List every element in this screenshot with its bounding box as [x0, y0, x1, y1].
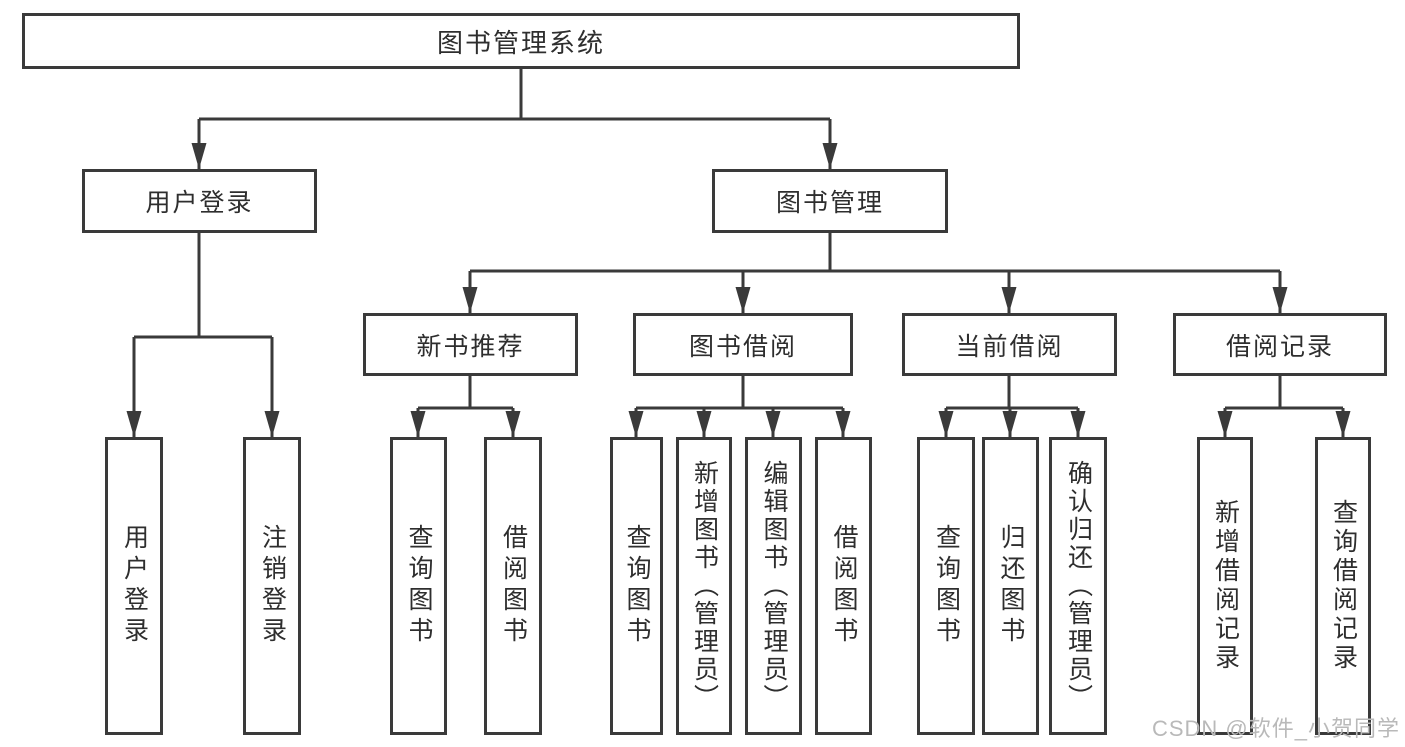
- node-current-borrow: 当前借阅: [902, 313, 1117, 376]
- leaf-edit-book-admin: 编辑图书（管理员）: [745, 437, 802, 735]
- leaf-query-borrow-record: 查询借阅记录: [1315, 437, 1371, 735]
- leaf-add-borrow-record-label: 新增借阅记录: [1211, 499, 1240, 673]
- leaf-query-book-borrow: 查询图书: [610, 437, 663, 735]
- leaf-query-book-recommend: 查询图书: [390, 437, 447, 735]
- node-current-borrow-label: 当前借阅: [955, 332, 1064, 361]
- leaf-query-borrow-record-label: 查询借阅记录: [1329, 499, 1358, 673]
- leaf-confirm-return-admin: 确认归还（管理员）: [1049, 437, 1107, 735]
- node-root-title: 图书管理系统: [22, 13, 1020, 69]
- csdn-watermark: CSDN @软件_小贺同学: [1151, 716, 1400, 741]
- leaf-logout-login-label: 注销登录: [258, 524, 287, 648]
- leaf-logout-login: 注销登录: [243, 437, 301, 735]
- leaf-add-book-admin: 新增图书（管理员）: [676, 437, 732, 735]
- connector-bookmgmt-to-level3: [462, 233, 1288, 313]
- leaf-borrow-book-recommend: 借阅图书: [484, 437, 542, 735]
- node-root-label: 图书管理系统: [436, 27, 605, 58]
- node-book-borrow-label: 图书借阅: [688, 332, 797, 361]
- connector-root-to-level2: [191, 69, 838, 169]
- leaf-return-book-label: 归还图书: [997, 524, 1025, 648]
- leaf-borrow-book: 借阅图书: [815, 437, 872, 735]
- connector-bookborrow-to-leaves: [628, 376, 851, 437]
- leaf-edit-book-admin-label: 编辑图书（管理员）: [760, 460, 788, 712]
- leaf-user-login: 用户登录: [105, 437, 163, 735]
- leaf-query-book-recommend-label: 查询图书: [405, 524, 433, 648]
- leaf-query-book-borrow-label: 查询图书: [623, 524, 651, 648]
- leaf-query-book-current: 查询图书: [917, 437, 975, 735]
- node-book-management-label: 图书管理: [775, 189, 884, 217]
- leaf-borrow-book-recommend-label: 借阅图书: [499, 524, 528, 648]
- leaf-confirm-return-admin-label: 确认归还（管理员）: [1064, 460, 1093, 712]
- node-book-management: 图书管理: [712, 169, 948, 233]
- node-new-book-recommend-label: 新书推荐: [416, 332, 525, 361]
- leaf-borrow-book-label: 借阅图书: [830, 524, 858, 648]
- connector-borrowrecords-to-leaves: [1217, 374, 1351, 437]
- leaf-user-login-label: 用户登录: [120, 524, 149, 648]
- node-book-borrow: 图书借阅: [633, 313, 853, 376]
- leaf-return-book: 归还图书: [982, 437, 1039, 735]
- node-user-login: 用户登录: [82, 169, 317, 233]
- leaf-add-book-admin-label: 新增图书（管理员）: [690, 460, 719, 712]
- node-borrow-records: 借阅记录: [1173, 313, 1387, 376]
- connector-newbookrec-to-leaves: [410, 376, 521, 437]
- connector-userlogin-to-leaves: [126, 233, 280, 437]
- node-user-login-label: 用户登录: [145, 189, 254, 217]
- leaf-query-book-current-label: 查询图书: [932, 524, 961, 648]
- node-borrow-records-label: 借阅记录: [1225, 332, 1334, 361]
- leaf-add-borrow-record: 新增借阅记录: [1197, 437, 1253, 735]
- connector-currentborrow-to-leaves: [938, 374, 1086, 437]
- node-new-book-recommend: 新书推荐: [363, 313, 578, 376]
